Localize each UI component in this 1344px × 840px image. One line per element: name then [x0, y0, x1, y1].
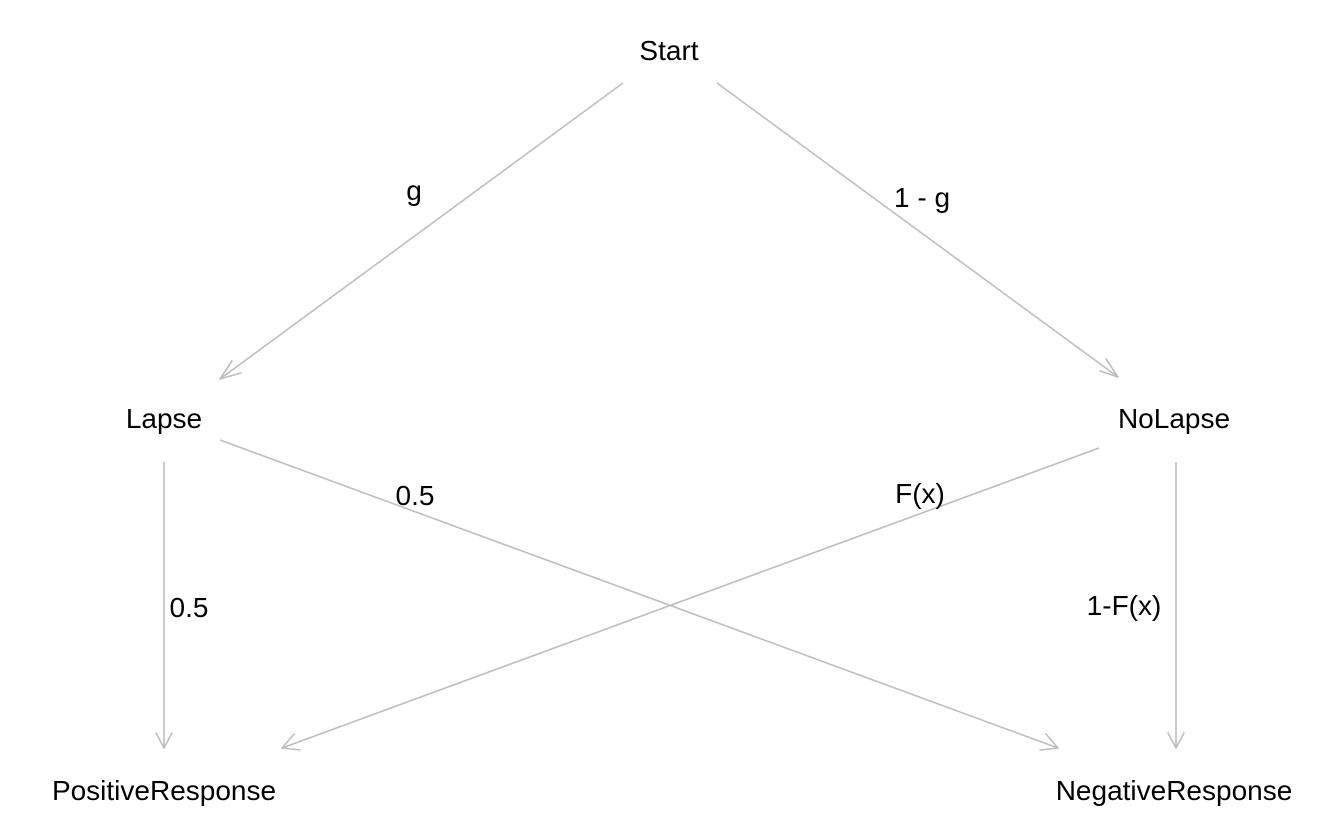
edge-label-nolapse-negative: 1-F(x) [1087, 590, 1162, 621]
edge-start-nolapse [716, 82, 1119, 378]
edge-label-nolapse-positive: F(x) [895, 478, 945, 509]
edge-nolapse-positive [281, 447, 1100, 751]
edge-start-lapse [219, 82, 624, 380]
edge-nolapse-negative [1167, 462, 1185, 749]
node-lapse: Lapse [126, 403, 202, 434]
edge-label-lapse-negative: 0.5 [396, 480, 435, 511]
node-negative-response: NegativeResponse [1056, 775, 1293, 806]
edge-lapse-positive [155, 462, 173, 749]
edge-label-start-lapse: g [406, 175, 422, 206]
edge-lapse-negative [219, 439, 1059, 751]
node-nolapse: NoLapse [1118, 403, 1230, 434]
edge-label-start-nolapse: 1 - g [894, 182, 950, 213]
node-start: Start [639, 35, 698, 66]
edge-label-lapse-positive: 0.5 [170, 592, 209, 623]
node-positive-response: PositiveResponse [52, 775, 276, 806]
